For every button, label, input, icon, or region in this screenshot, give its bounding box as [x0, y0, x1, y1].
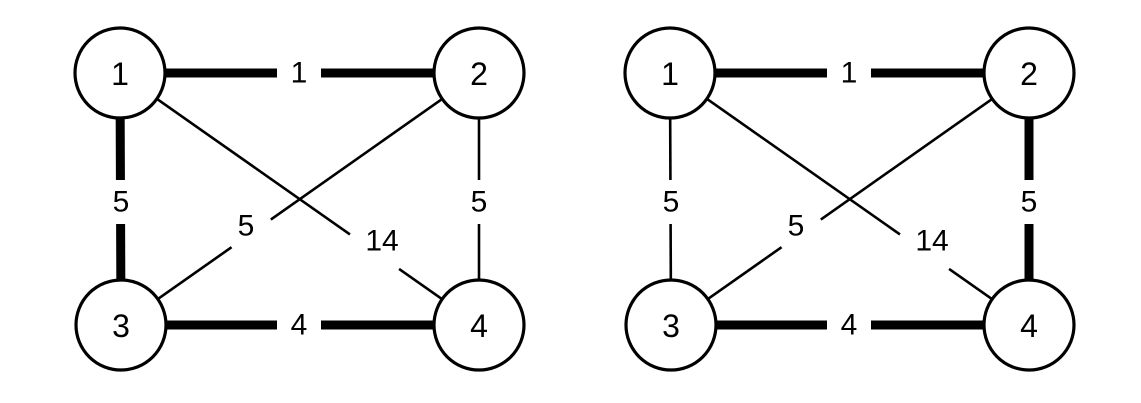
edge-left-1-3-weight-label: 5: [113, 186, 130, 219]
edge-left-1-4-weight-label: 14: [365, 225, 398, 258]
edge-left-2-3-segment-a: [270, 97, 443, 221]
edge-left-1-4-segment-b: [398, 267, 443, 301]
edge-left-2-3-weight-label: 5: [238, 210, 255, 243]
edge-left-3-4-weight-label: 4: [291, 309, 308, 342]
node-left-1-label: 1: [111, 56, 129, 92]
node-left-4-label: 4: [470, 308, 488, 344]
node-right-1-label: 1: [661, 56, 679, 92]
edge-left-2-3-segment-b: [157, 246, 233, 301]
node-right-4-label: 4: [1020, 308, 1038, 344]
edge-right-1-3-weight-label: 5: [663, 186, 680, 219]
node-left-1-circle: [73, 26, 167, 120]
node-left-2-circle: [432, 26, 526, 120]
node-right-3-label: 3: [662, 308, 680, 344]
node-right-2-circle: [982, 26, 1076, 120]
edge-left-2-4-weight-label: 5: [471, 186, 488, 219]
edge-left-1-4-segment-a: [156, 97, 351, 236]
edge-right-1-4-weight-label: 14: [915, 225, 948, 258]
edge-right-1-4-segment-a: [706, 97, 901, 236]
edge-right-1-4-segment-b: [948, 267, 993, 301]
node-left-3-circle: [74, 278, 168, 372]
edge-right-3-4-weight-label: 4: [841, 309, 858, 342]
edge-right-2-3-segment-a: [820, 97, 993, 221]
node-left-4-circle: [432, 278, 526, 372]
node-right-4-circle: [982, 278, 1076, 372]
nodes-layer: 1 2 3 4 1 2 3 4: [73, 26, 1076, 372]
node-left-2-label: 2: [470, 56, 488, 92]
node-left-3-label: 3: [112, 308, 130, 344]
edge-right-2-3-segment-b: [707, 246, 783, 301]
node-right-1-circle: [623, 26, 717, 120]
edges-layer: [115, 68, 1034, 330]
node-right-2-label: 2: [1020, 56, 1038, 92]
node-right-3-circle: [624, 278, 718, 372]
edge-right-2-4-weight-label: 5: [1021, 186, 1038, 219]
edge-left-1-2-weight-label: 1: [291, 57, 308, 90]
edge-right-1-2-weight-label: 1: [841, 57, 858, 90]
edge-right-2-3-weight-label: 5: [788, 210, 805, 243]
